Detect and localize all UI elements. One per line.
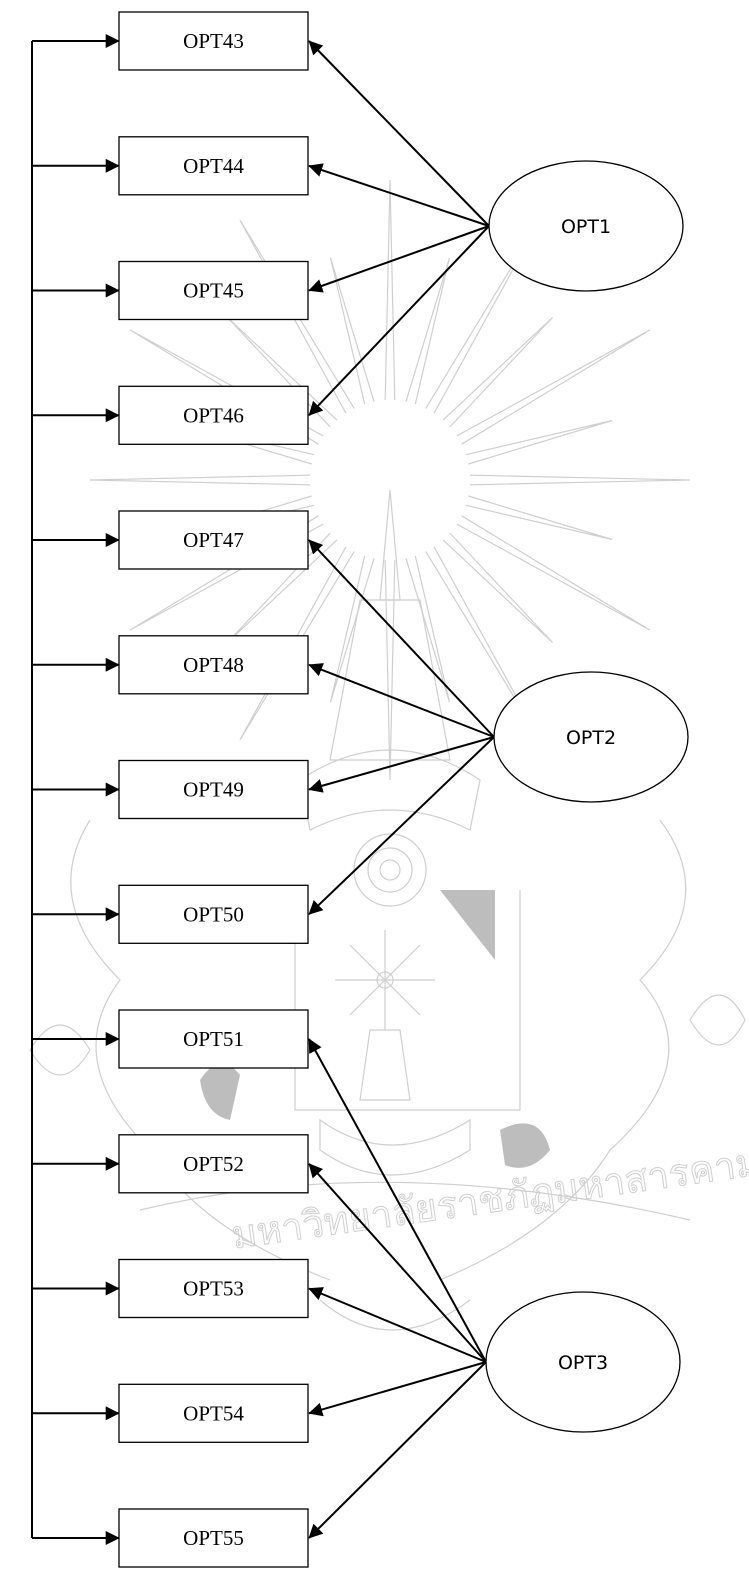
indicator-box [118, 1258, 309, 1319]
factor-label: OPT2 [566, 727, 616, 749]
indicator-label: OPT54 [183, 1401, 244, 1425]
right-wreath-icon [439, 819, 687, 1281]
shield-triangle-icon [440, 890, 495, 960]
sun-ray-icon [239, 546, 355, 741]
indicator-label: OPT47 [183, 528, 244, 552]
loading-arrows [308, 40, 495, 1539]
sun-ray-icon [442, 532, 554, 644]
stupa-icon [359, 1029, 411, 1101]
banner-ribbon-icon [139, 1181, 691, 1221]
indicator-node: OPT52 [118, 1134, 309, 1194]
sun-ray-icon [329, 257, 375, 405]
factor-node: OPT3 [485, 1291, 681, 1433]
indicator-node: OPT48 [118, 635, 309, 695]
indicator-node: OPT43 [118, 11, 309, 71]
sun-ray-icon [89, 474, 311, 486]
sun-ray-icon [329, 555, 375, 703]
bowl-icon [319, 1118, 471, 1176]
indicator-node: OPT53 [118, 1258, 309, 1319]
indicator-label: OPT52 [183, 1152, 244, 1176]
factor-ellipse [488, 160, 684, 292]
factor-node: OPT2 [493, 671, 689, 803]
sun-ray-icon [456, 329, 651, 445]
crown-base-icon [299, 749, 481, 831]
indicator-label: OPT49 [183, 778, 244, 802]
indicator-box [118, 11, 309, 71]
sun-ray-icon [442, 316, 554, 428]
sun-ray-icon [469, 474, 691, 486]
loading-arrow [308, 1361, 487, 1539]
loading-arrow [308, 1038, 487, 1363]
indicator-box [118, 385, 309, 445]
sun-ray-icon [456, 515, 651, 631]
indicator-node: OPT49 [118, 759, 309, 820]
factor-label: OPT3 [558, 1352, 608, 1374]
indicator-label: OPT46 [183, 403, 244, 427]
indicator-label: OPT55 [183, 1526, 244, 1550]
indicator-boxes: OPT43OPT44OPT45OPT46OPT47OPT48OPT49OPT50… [118, 11, 309, 1568]
factor-ellipse [485, 1291, 681, 1433]
spire-icon [379, 489, 401, 601]
indicator-node: OPT46 [118, 385, 309, 445]
sun-icon [335, 930, 435, 1030]
sun-ray-icon [239, 219, 355, 414]
loading-arrow [308, 1163, 487, 1363]
loading-arrow [308, 225, 490, 293]
indicator-box [118, 635, 309, 695]
indicator-box [118, 1134, 309, 1194]
indicator-label: OPT44 [183, 154, 244, 178]
factor-label: OPT1 [561, 216, 611, 238]
indicator-node: OPT51 [118, 1009, 309, 1069]
loading-arrow [308, 736, 495, 793]
factor-ellipse [493, 671, 689, 803]
shield-icon [294, 890, 521, 1111]
crown-icon [329, 599, 451, 761]
sun-ray-icon [465, 419, 613, 465]
loading-arrow [308, 539, 495, 738]
indicator-label: OPT51 [183, 1027, 244, 1051]
indicator-node: OPT47 [118, 510, 309, 570]
indicator-box [118, 260, 309, 321]
sun-ray-icon [405, 257, 451, 405]
sun-ray-icon [384, 179, 396, 401]
loading-arrow [308, 163, 490, 227]
indicator-box [118, 1383, 309, 1443]
loading-arrow [308, 225, 490, 416]
sun-ray-icon [384, 559, 396, 781]
factor-node: OPT1 [488, 160, 684, 292]
error-term-bus [31, 34, 120, 1545]
indicator-node: OPT44 [118, 136, 309, 196]
indicator-node: OPT54 [118, 1383, 309, 1443]
indicator-node: OPT55 [118, 1508, 309, 1568]
loading-arrow [308, 663, 495, 738]
right-banner-end-icon [500, 1123, 550, 1168]
loading-arrow [308, 736, 495, 916]
indicator-label: OPT43 [183, 29, 244, 53]
pedestal-icon [319, 1299, 471, 1331]
loading-arrow [308, 1361, 487, 1417]
indicator-box [118, 1009, 309, 1069]
indicator-label: OPT50 [183, 902, 244, 926]
indicator-box [118, 136, 309, 196]
swirl-icon [353, 833, 427, 907]
loading-arrow [308, 1287, 487, 1363]
sun-ray-icon [405, 555, 451, 703]
indicator-label: OPT48 [183, 653, 244, 677]
indicator-box [118, 884, 309, 944]
indicator-label: OPT45 [183, 279, 244, 303]
indicator-box [118, 1508, 309, 1568]
indicator-node: OPT50 [118, 884, 309, 944]
loading-arrow [308, 40, 490, 227]
left-banner-end-icon [200, 1063, 240, 1120]
indicator-label: OPT53 [183, 1277, 244, 1301]
sun-ray-icon [465, 495, 613, 541]
indicator-box [118, 759, 309, 820]
indicator-box [118, 510, 309, 570]
left-wreath-icon [70, 819, 331, 1281]
indicator-node: OPT45 [118, 260, 309, 321]
